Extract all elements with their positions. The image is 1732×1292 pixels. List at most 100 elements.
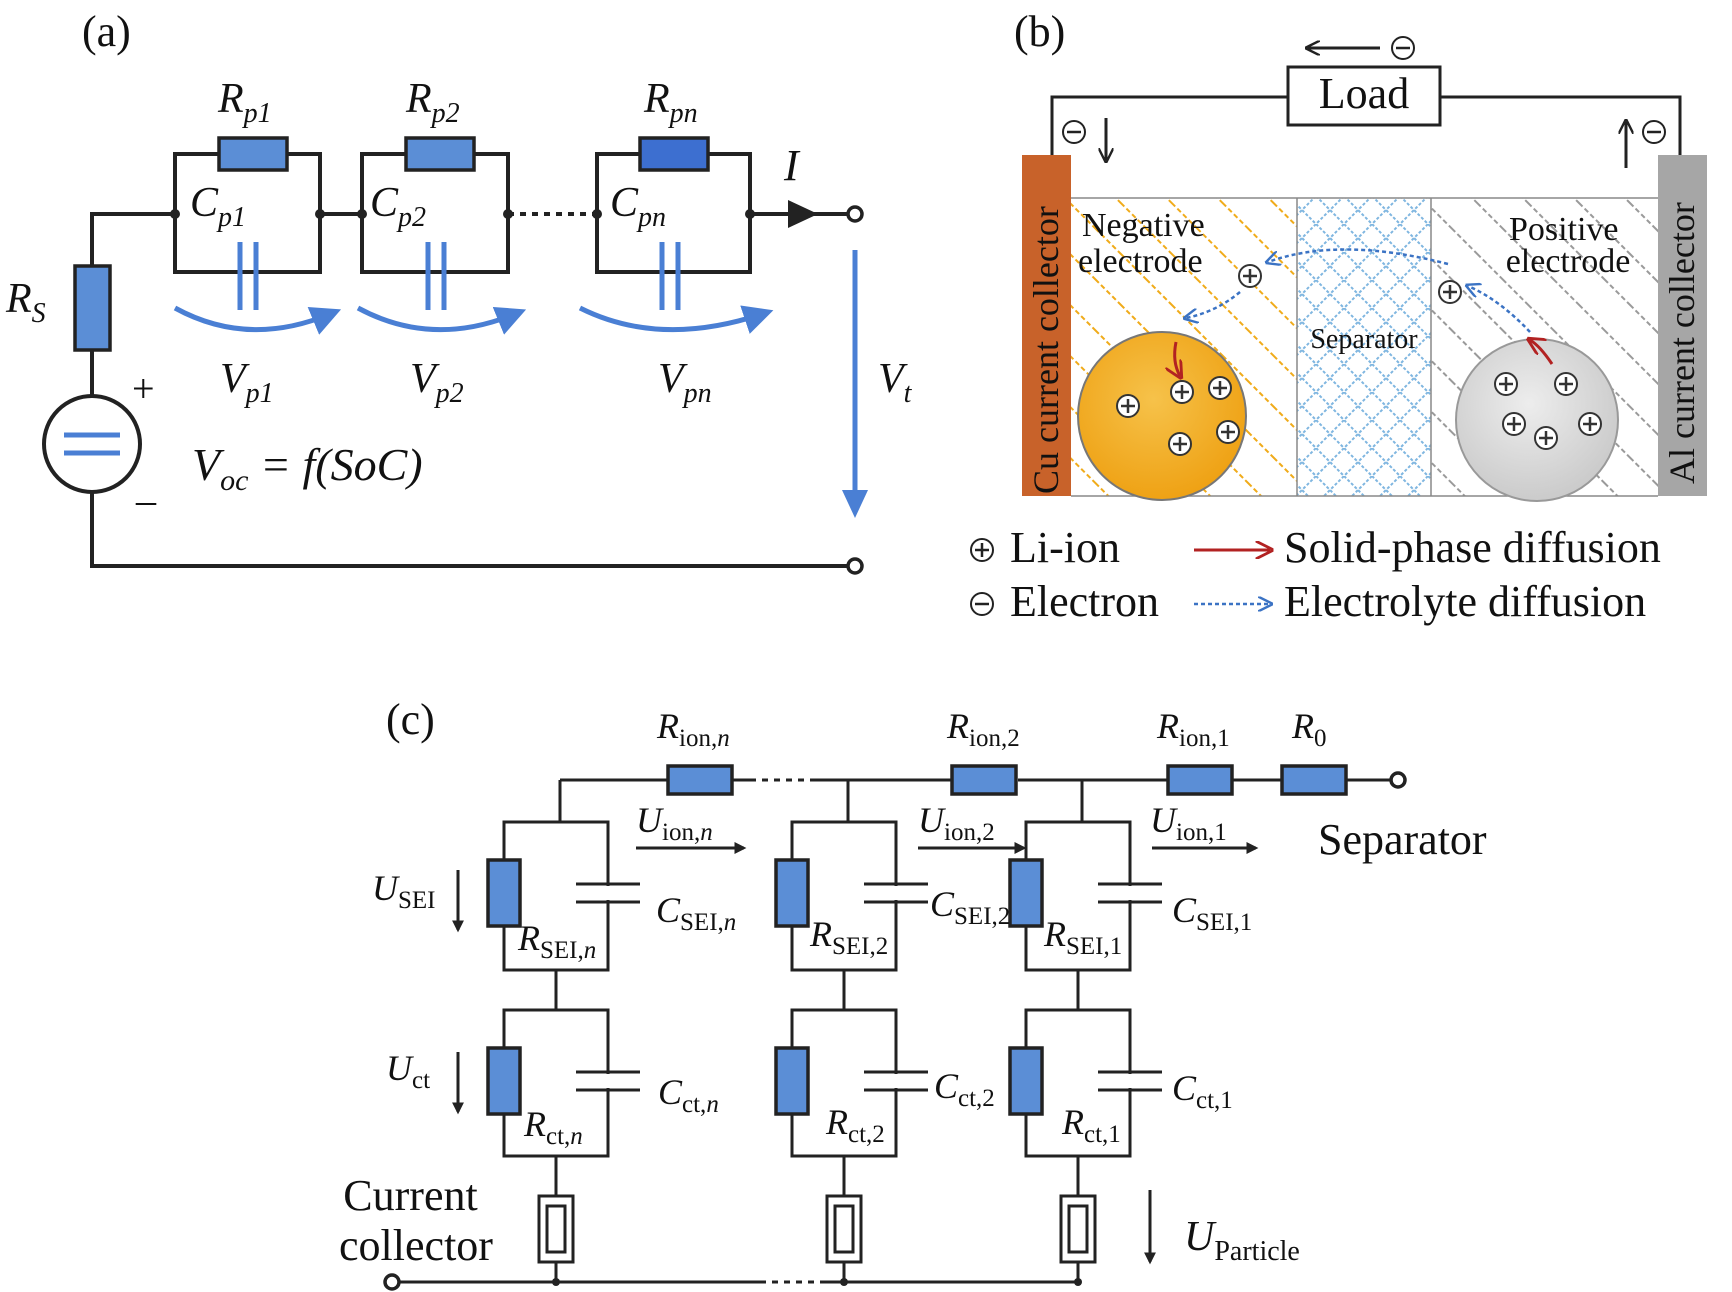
csei-n-label: CSEI,n [656, 890, 736, 936]
rion-2-label: Rion,2 [946, 706, 1020, 752]
al-collector-label: Al current collector [1662, 202, 1702, 484]
vpn-label: Vpn [658, 356, 712, 409]
voltage-source-icon [42, 394, 142, 494]
rct-1-label: Rct,1 [1061, 1102, 1121, 1148]
legend: Li-ion Electron Solid-phase diffusion El… [970, 523, 1661, 626]
li-ion-icon [1554, 372, 1578, 396]
rpn-label: Rpn [643, 76, 698, 129]
legend-solid: Solid-phase diffusion [1284, 523, 1661, 572]
electrolyte-diffusion-arrow-3 [1186, 291, 1241, 318]
branch-2 [774, 820, 928, 1286]
li-ion-icon [1438, 280, 1462, 304]
positive-electrode-label: Positive electrode [1506, 211, 1631, 280]
separator-region [1297, 198, 1431, 496]
panel-b-label: (b) [1014, 7, 1065, 56]
terminal-bottom [846, 557, 864, 575]
r0-label: R0 [1291, 706, 1327, 752]
usei-label: USEI [372, 868, 436, 914]
current-collector-label: Current collector [339, 1171, 493, 1270]
rsei-n-resistor [486, 858, 522, 928]
legend-li-ion: Li-ion [1010, 523, 1120, 572]
separator-label: Separator [1310, 324, 1418, 355]
rct-2-label: Rct,2 [825, 1102, 885, 1148]
load-box [1286, 65, 1442, 127]
csei-2-label: CSEI,2 [930, 884, 1010, 930]
panel-b: (b) Load Cu current collector Al current… [970, 7, 1707, 626]
vt-label: Vt [878, 356, 913, 409]
source-plus: + [132, 366, 155, 411]
rion-2-resistor [950, 764, 1018, 796]
load-label: Load [1319, 69, 1409, 118]
cu-collector [1022, 155, 1071, 496]
rion-resistors [666, 764, 1348, 796]
rsei-n-label: RSEI,n [517, 918, 596, 964]
rsei-2-resistor [774, 858, 810, 928]
uct-label: Uct [386, 1048, 430, 1094]
cp1-label: Cp1 [190, 180, 246, 233]
li-ion-icon [1216, 420, 1240, 444]
separator-c-label: Separator [1318, 815, 1487, 864]
electron-icon-left [1062, 120, 1086, 144]
branch-1 [1008, 820, 1162, 1286]
rs-label: RS [5, 276, 46, 329]
cpn-label: Cpn [610, 180, 666, 233]
r0-resistor [1280, 764, 1348, 796]
li-ion-icon [1502, 412, 1526, 436]
uparticle-label: UParticle [1184, 1214, 1300, 1267]
voc-equation: Voc = f(SoC) [192, 439, 423, 497]
cct-1-label: Cct,1 [1172, 1068, 1233, 1114]
vt-arrow-icon [842, 490, 868, 518]
li-ions-negative [1116, 376, 1240, 456]
electron-legend-icon [970, 592, 994, 616]
legend-electrolyte: Electrolyte diffusion [1284, 577, 1646, 626]
rsei-2-label: RSEI,2 [809, 914, 888, 960]
negative-electrode-label: Negative electrode [1078, 207, 1213, 280]
vp1-label: Vp1 [220, 356, 274, 409]
li-ion-icon [1116, 394, 1140, 418]
panel-a-label: (a) [82, 7, 131, 56]
rion-1-label: Rion,1 [1156, 706, 1230, 752]
separator-terminal [1389, 771, 1407, 789]
li-ions-positive [1494, 372, 1602, 450]
li-ion-icon [1578, 412, 1602, 436]
solid-diffusion-arrow-pos [1530, 340, 1554, 365]
panel-c-label: (c) [386, 695, 435, 744]
external-wire [1050, 95, 1682, 155]
li-ion-icon [1494, 372, 1518, 396]
cu-collector-label: Cu current collector [1026, 206, 1066, 494]
panel-a: (a) RS + _ Voc = f(SoC) Rp1 Cp1 [5, 7, 913, 575]
rct-n-label: Rct,n [523, 1104, 583, 1150]
rsei-1-resistor [1008, 858, 1044, 928]
li-ion-legend-icon [970, 538, 994, 562]
li-ion-icon [1534, 426, 1558, 450]
rct-1-resistor [1008, 1046, 1044, 1116]
uion-1-label: Uion,1 [1150, 800, 1227, 846]
solid-diffusion-arrow-neg [1175, 341, 1180, 376]
csei-1-label: CSEI,1 [1172, 890, 1252, 936]
legend-electron: Electron [1010, 577, 1159, 626]
current-collector-terminal [383, 1273, 401, 1291]
current-label: I [783, 141, 801, 190]
current-arrow-icon [788, 200, 818, 228]
rct-n-resistor [486, 1046, 522, 1116]
rp1-label: Rp1 [217, 76, 272, 129]
cct-2-label: Cct,2 [934, 1066, 995, 1112]
branch-n [486, 820, 640, 1286]
uion-2-label: Uion,2 [918, 800, 995, 846]
electron-icon-right [1642, 120, 1666, 144]
rc-block-n [578, 136, 774, 334]
li-ion-icon [1238, 264, 1262, 288]
rc-block-1 [170, 136, 342, 335]
rct-2-resistor [774, 1046, 810, 1116]
rc-block-2 [320, 136, 527, 335]
rsei-1-label: RSEI,1 [1043, 914, 1122, 960]
al-collector [1658, 155, 1707, 496]
electrolyte-diffusion-arrow [1468, 286, 1531, 333]
panel-c: (c) Rion,n Rion,2 Rion,1 R0 Uion,n Uion,… [339, 695, 1487, 1291]
electron-icon-top [1391, 36, 1415, 60]
uion-n-label: Uion,n [636, 800, 713, 846]
electrolyte-diffusion-arrow-2 [1268, 248, 1449, 264]
cct-n-label: Cct,n [658, 1072, 719, 1118]
rion-n-resistor [666, 764, 734, 796]
